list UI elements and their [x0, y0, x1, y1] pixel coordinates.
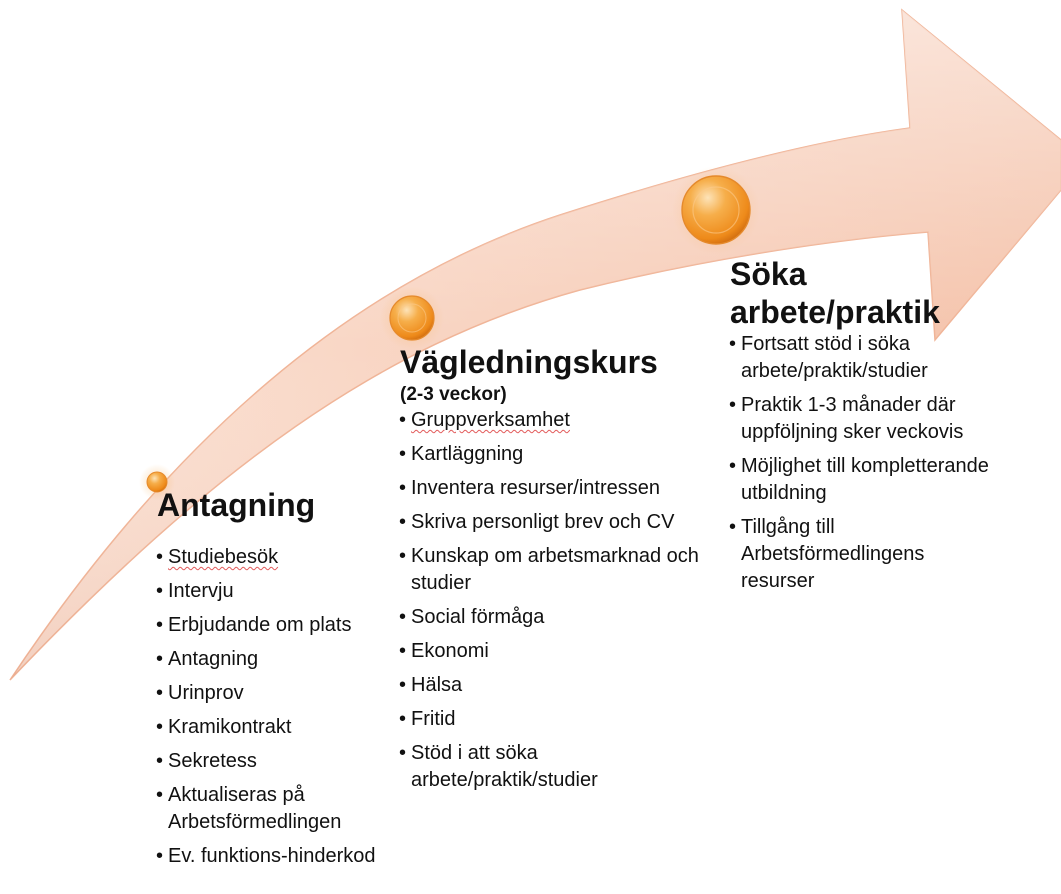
- list-item: Urinprov: [156, 680, 397, 707]
- list-item: Kramikontrakt: [156, 714, 397, 741]
- list-item: Sekretess: [156, 748, 397, 775]
- marker-1: [139, 464, 175, 500]
- list-item: Aktualiseras på Arbetsförmedlingen: [156, 782, 397, 836]
- list-item: Gruppverksamhet: [399, 407, 710, 434]
- stage-title: Vägledningskurs: [400, 344, 658, 380]
- stage-item-list: Studiebesök Intervju Erbjudande om plats…: [156, 544, 397, 870]
- stage-title: Antagning: [157, 487, 316, 523]
- list-item: Antagning: [156, 646, 397, 673]
- list-item: Intervju: [156, 578, 397, 605]
- stage-item-list: Gruppverksamhet Kartläggning Inventera r…: [399, 407, 710, 794]
- list-item: Studiebesök: [156, 544, 397, 571]
- stage-antagning: Antagning Studiebesök Intervju Erbjudand…: [156, 486, 397, 877]
- list-item: Erbjudande om plats: [156, 612, 397, 639]
- list-item: Social förmåga: [399, 604, 710, 631]
- stage-soka-arbete-praktik: Söka arbete/praktik Fortsatt stöd i söka…: [729, 255, 990, 602]
- stage-item-list: Fortsatt stöd i söka arbete/praktik/stud…: [729, 331, 990, 595]
- list-item: Möjlighet till kompletterande utbildning: [729, 453, 990, 507]
- list-item: Fritid: [399, 706, 710, 733]
- list-item: Hälsa: [399, 672, 710, 699]
- list-item: Inventera resurser/intressen: [399, 475, 710, 502]
- list-item: Tillgång till Arbetsförmedlingens resurs…: [729, 514, 990, 595]
- list-item: Praktik 1-3 månader där uppföljning sker…: [729, 392, 990, 446]
- list-item: Skriva personligt brev och CV: [399, 509, 710, 536]
- stage-subtitle: (2-3 veckor): [400, 384, 507, 405]
- list-item: Ev. funktions-hinderkod: [156, 843, 397, 870]
- marker-2: [380, 286, 444, 350]
- list-item: Kartläggning: [399, 441, 710, 468]
- arrow-sheen: [10, 10, 1061, 680]
- stage-title: Söka arbete/praktik: [730, 256, 940, 330]
- list-item: Ekonomi: [399, 638, 710, 665]
- stage-vagledningskurs: Vägledningskurs (2-3 veckor) Gruppverksa…: [399, 343, 710, 801]
- list-item: Kunskap om arbetsmarknad och studier: [399, 543, 710, 597]
- list-item: Stöd i att söka arbete/praktik/studier: [399, 740, 710, 794]
- list-item: Fortsatt stöd i söka arbete/praktik/stud…: [729, 331, 990, 385]
- marker-3: [672, 166, 760, 254]
